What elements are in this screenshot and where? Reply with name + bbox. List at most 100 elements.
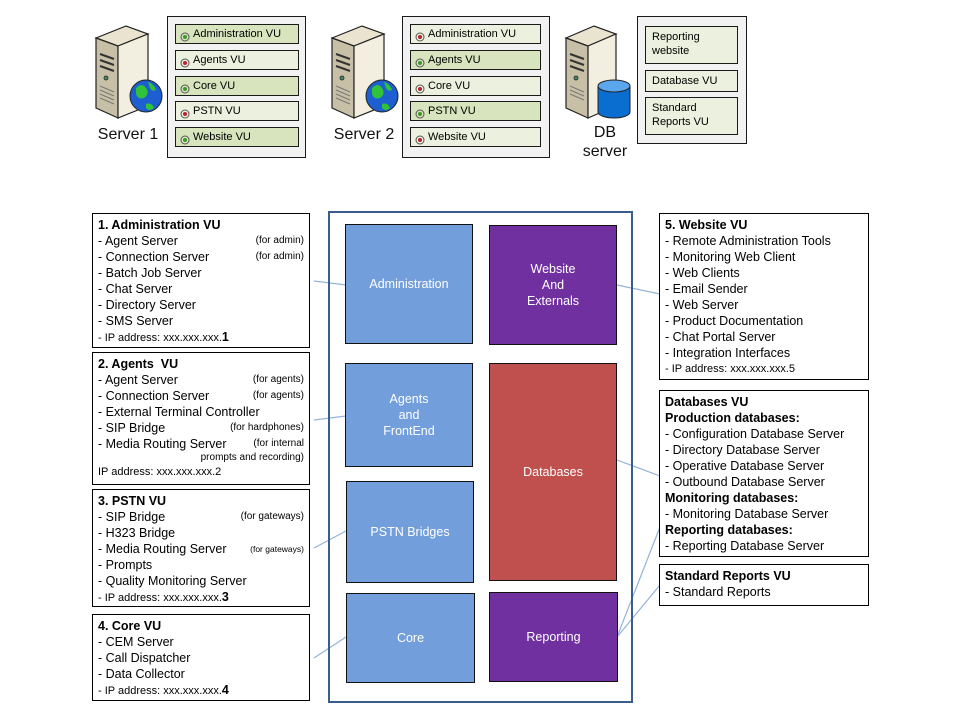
list-item: - Agent Server(for admin) — [98, 234, 304, 248]
note-continued: prompts and recording) — [200, 452, 304, 463]
server-2-vu-panel: Administration VU Agents VU Core VU PSTN… — [402, 16, 550, 158]
production-heading: Production databases: — [665, 411, 800, 425]
connector-admin — [313, 280, 347, 286]
list-item: - Email Sender — [665, 282, 748, 296]
list-item: - SIP Bridge(for gateways) — [98, 510, 304, 524]
server-1-vu-agents[interactable]: Agents VU — [175, 50, 299, 70]
connector-core — [313, 636, 347, 659]
db-server-label: DB server — [582, 124, 628, 160]
standard-reports-title: Standard Reports VU — [665, 569, 791, 583]
list-item: - Agent Server(for agents) — [98, 373, 304, 387]
tile-core[interactable]: Core — [346, 593, 475, 683]
list-item: - Media Routing Server(for gateways) — [98, 542, 304, 556]
standard-reports-vu-box: Standard Reports VU - Standard Reports — [659, 564, 869, 606]
list-item: - Chat Portal Server — [665, 330, 776, 344]
list-item: - Web Clients — [665, 266, 740, 280]
ip-address: - IP address: xxx.xxx.xxx.5 — [665, 363, 796, 375]
db-vu-database[interactable]: Database VU — [645, 70, 738, 92]
vu-label: Agents VU — [193, 54, 246, 66]
status-off-icon — [180, 55, 190, 68]
server-1-vu-pstn[interactable]: PSTN VU — [175, 101, 299, 121]
agents-vu-box: 2. Agents VU - Agent Server(for agents) … — [92, 352, 310, 485]
connector-databases — [616, 459, 661, 477]
list-item: - Web Server — [665, 298, 739, 312]
server-2-vu-agents[interactable]: Agents VU — [410, 50, 541, 70]
website-vu-title: 5. Website VU — [665, 218, 748, 232]
website-vu-box: 5. Website VU - Remote Administration To… — [659, 213, 869, 380]
status-on-icon — [415, 106, 425, 119]
ip-address: - IP address: xxx.xxx.xxx.1 — [98, 330, 229, 344]
list-item: - SMS Server — [98, 314, 174, 328]
agents-vu-title: 2. Agents VU — [98, 357, 179, 371]
vu-label: Agents VU — [428, 54, 481, 66]
status-off-icon — [415, 81, 425, 94]
list-item: - Operative Database Server — [665, 459, 825, 473]
server-2-label: Server 2 — [333, 126, 395, 143]
database-server-icon — [564, 25, 631, 119]
databases-vu-box: Databases VU Production databases: - Con… — [659, 390, 869, 557]
db-vu-standard-reports[interactable]: Standard Reports VU — [645, 97, 738, 135]
status-off-icon — [415, 132, 425, 145]
core-vu-title: 4. Core VU — [98, 619, 162, 633]
server-2-vu-core[interactable]: Core VU — [410, 76, 541, 96]
architecture-frame — [328, 211, 633, 703]
databases-vu-title: Databases VU — [665, 395, 749, 409]
tile-administration[interactable]: Administration — [345, 224, 473, 344]
ip-address: IP address: xxx.xxx.xxx.2 — [98, 466, 222, 478]
status-on-icon — [180, 132, 190, 145]
status-off-icon — [180, 106, 190, 119]
server-1-vu-core[interactable]: Core VU — [175, 76, 299, 96]
server-2-vu-website[interactable]: Website VU — [410, 127, 541, 147]
tile-website-externals[interactable]: Website And Externals — [489, 225, 617, 345]
tile-agents-frontend[interactable]: Agents and FrontEnd — [345, 363, 473, 467]
status-on-icon — [180, 81, 190, 94]
ip-address: - IP address: xxx.xxx.xxx.3 — [98, 590, 229, 604]
pstn-vu-title: 3. PSTN VU — [98, 494, 167, 508]
list-item: - Quality Monitoring Server — [98, 574, 247, 588]
server-1-vu-website[interactable]: Website VU — [175, 127, 299, 147]
server-2-vu-administration[interactable]: Administration VU — [410, 24, 541, 44]
list-item: - Monitoring Database Server — [665, 507, 829, 521]
tile-databases[interactable]: Databases — [489, 363, 617, 581]
list-item: - Configuration Database Server — [665, 427, 845, 441]
admin-vu-box: 1. Administration VU - Agent Server(for … — [92, 213, 310, 348]
list-item: - Chat Server — [98, 282, 173, 296]
connector-pstn — [313, 530, 347, 549]
status-on-icon — [415, 55, 425, 68]
list-item: - Monitoring Web Client — [665, 250, 796, 264]
server-1-group: Server 1 — [88, 20, 168, 145]
core-vu-box: 4. Core VU - CEM Server - Call Dispatche… — [92, 614, 310, 701]
list-item: - Call Dispatcher — [98, 651, 191, 665]
tile-pstn-bridges[interactable]: PSTN Bridges — [346, 481, 474, 583]
vu-label: PSTN VU — [193, 105, 241, 117]
list-item: - Directory Server — [98, 298, 196, 312]
server-1-vu-panel: Administration VU Agents VU Core VU PSTN… — [167, 16, 306, 158]
vu-label: Core VU — [193, 80, 236, 92]
status-on-icon — [180, 29, 190, 42]
list-item: - Outbound Database Server — [665, 475, 825, 489]
db-server-group: DB server — [560, 20, 640, 160]
tile-reporting[interactable]: Reporting — [489, 592, 618, 682]
server-2-group: Server 2 — [324, 20, 404, 145]
db-server-vu-panel: Reporting website Database VU Standard R… — [637, 16, 747, 144]
list-item: - Integration Interfaces — [665, 346, 791, 360]
list-item: - Reporting Database Server — [665, 539, 825, 553]
ip-address: - IP address: xxx.xxx.xxx.4 — [98, 683, 229, 697]
vu-label: Website VU — [428, 131, 486, 143]
server-1-vu-administration[interactable]: Administration VU — [175, 24, 299, 44]
vu-label: Administration VU — [428, 28, 517, 40]
list-item: - Prompts — [98, 558, 153, 572]
list-item: - CEM Server — [98, 635, 174, 649]
db-vu-reporting-website[interactable]: Reporting website — [645, 26, 738, 64]
connector-website — [616, 284, 661, 295]
server-2-vu-pstn[interactable]: PSTN VU — [410, 101, 541, 121]
vu-label: Core VU — [428, 80, 471, 92]
list-item: - Connection Server(for agents) — [98, 389, 304, 403]
web-server-globe-icon — [330, 25, 399, 119]
list-item: - Media Routing Server(for internal — [98, 437, 304, 451]
status-off-icon — [415, 29, 425, 42]
vu-label: PSTN VU — [428, 105, 476, 117]
pstn-vu-box: 3. PSTN VU - SIP Bridge(for gateways) - … — [92, 489, 310, 607]
list-item: - Product Documentation — [665, 314, 804, 328]
list-item: - H323 Bridge — [98, 526, 176, 540]
